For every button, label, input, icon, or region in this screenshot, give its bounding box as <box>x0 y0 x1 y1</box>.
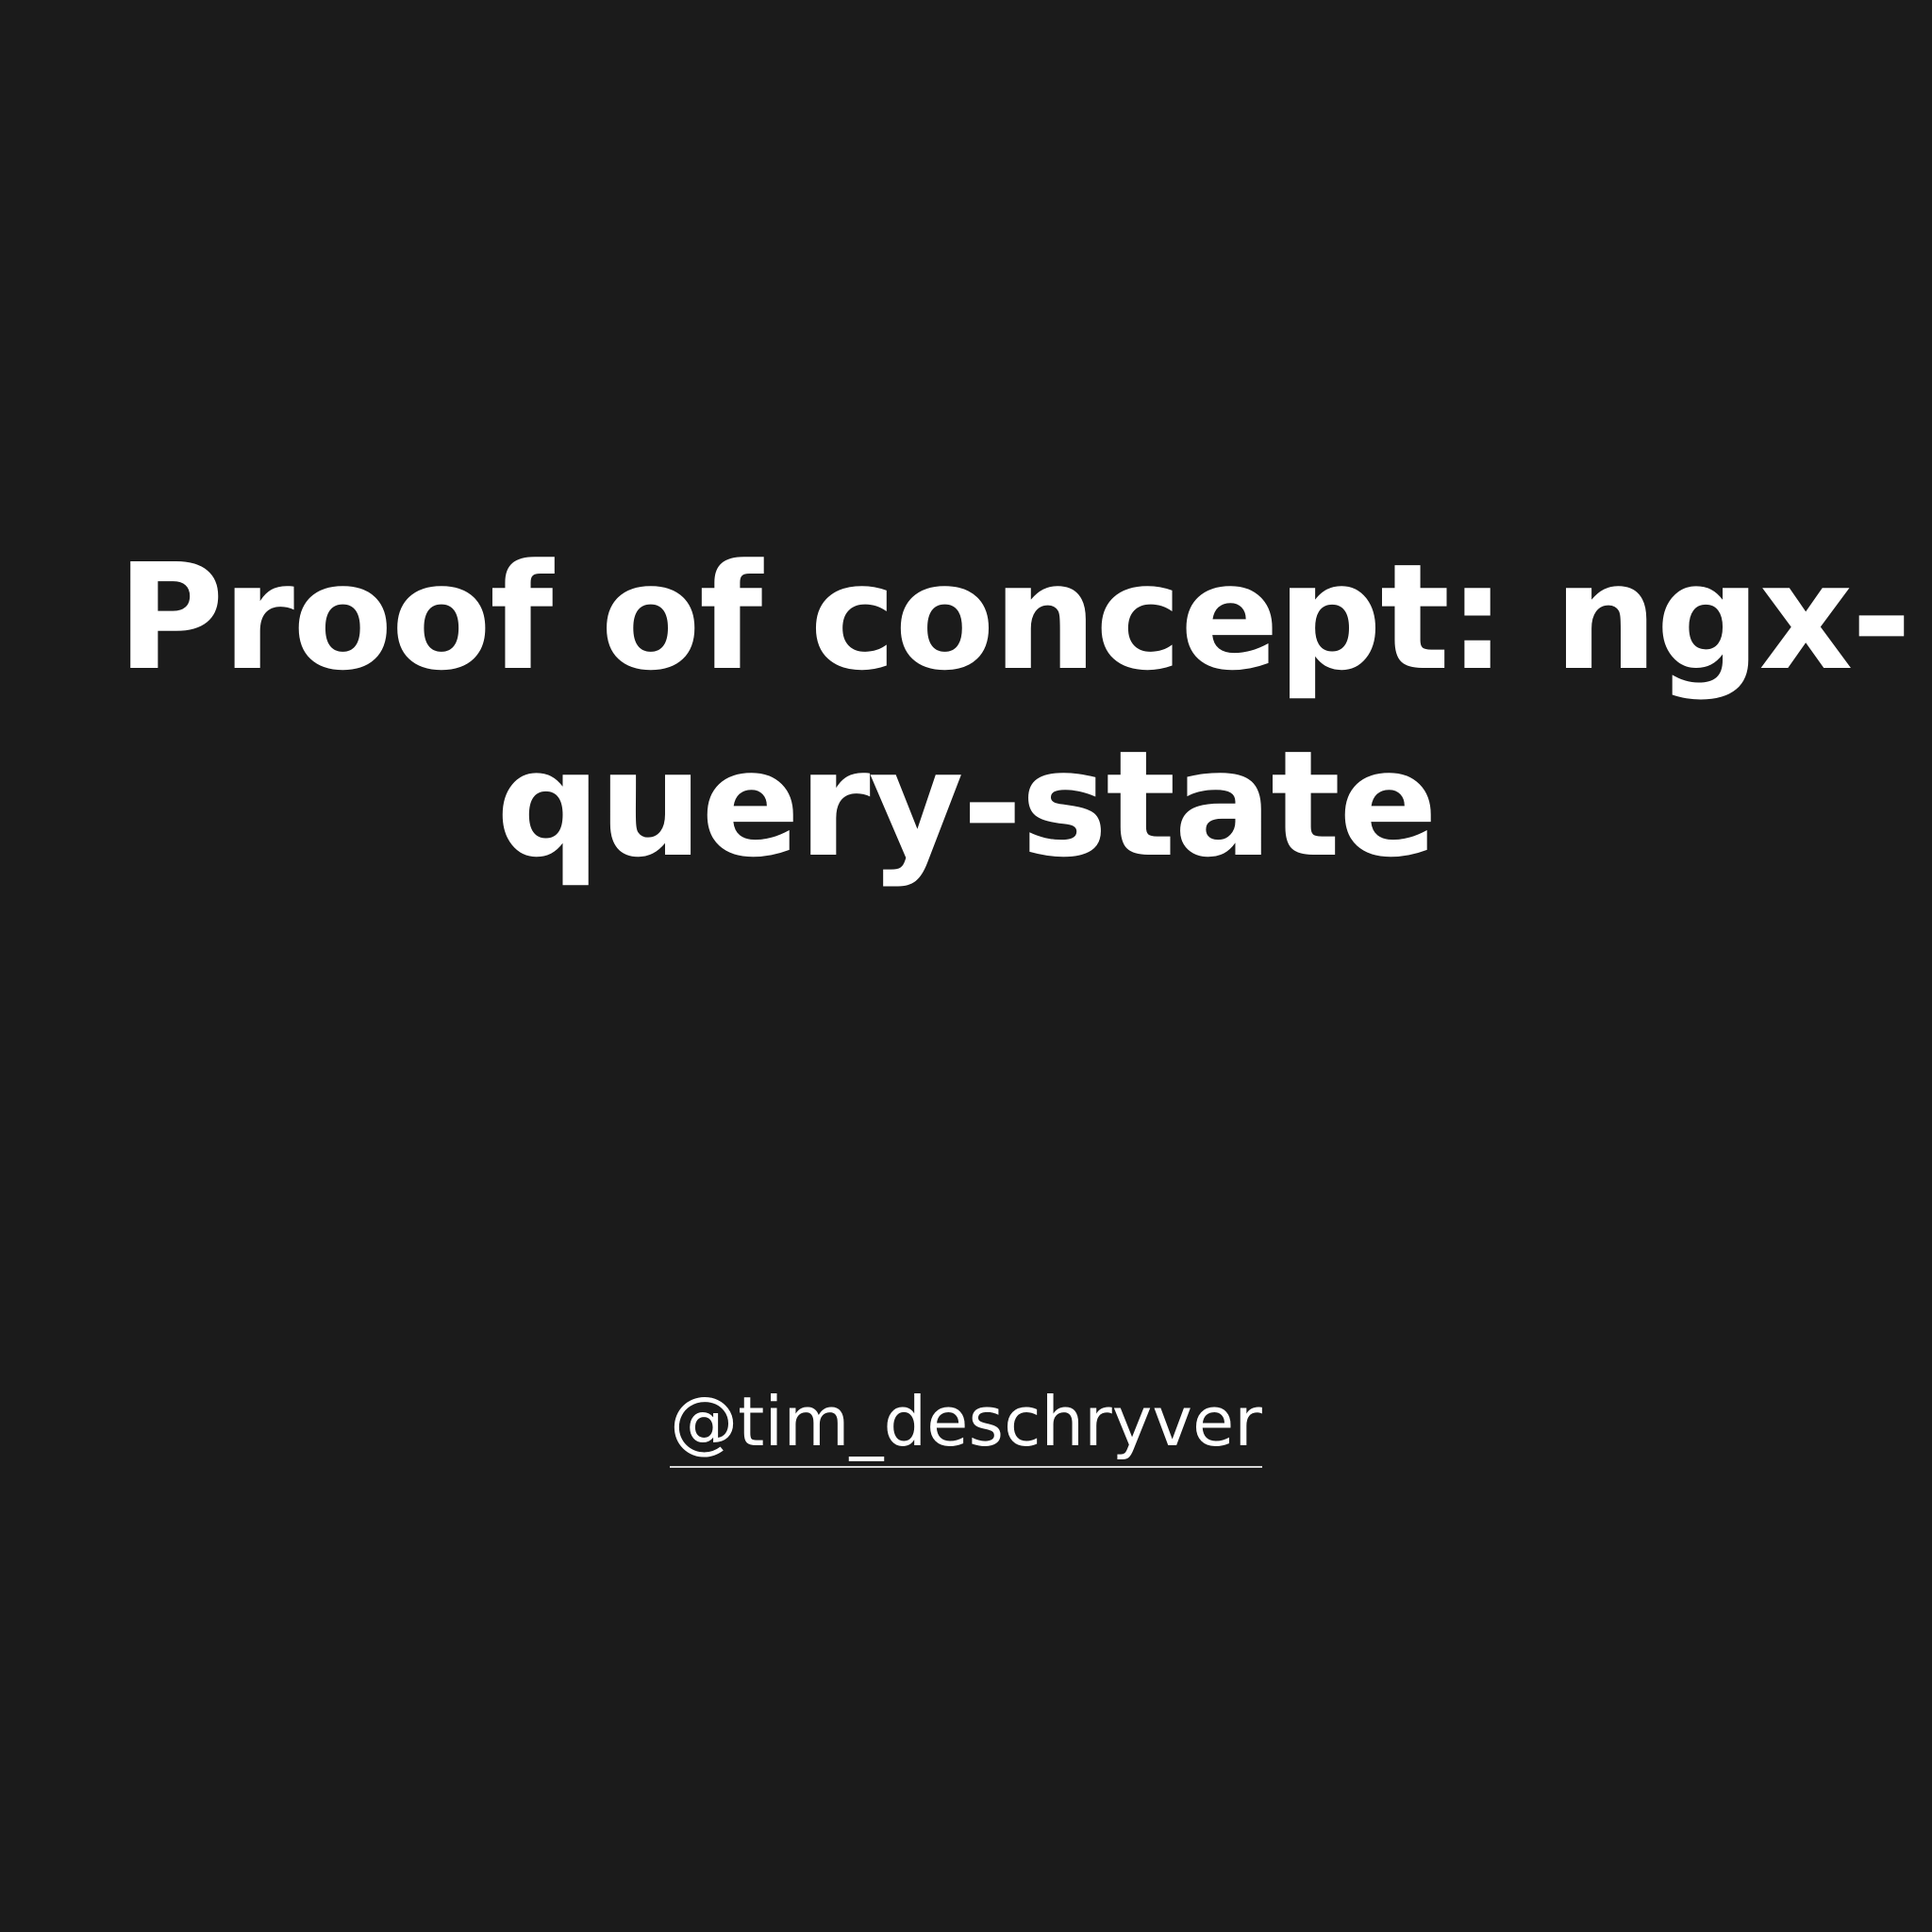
author-handle-container: @tim_deschryver <box>0 1379 1932 1468</box>
title-line-2: query-state <box>495 719 1438 890</box>
title-line-1: Proof of concept: ngx- <box>117 532 1912 703</box>
author-handle-link[interactable]: @tim_deschryver <box>670 1379 1262 1468</box>
page-title: Proof of concept: ngx- query-state <box>117 525 1912 898</box>
